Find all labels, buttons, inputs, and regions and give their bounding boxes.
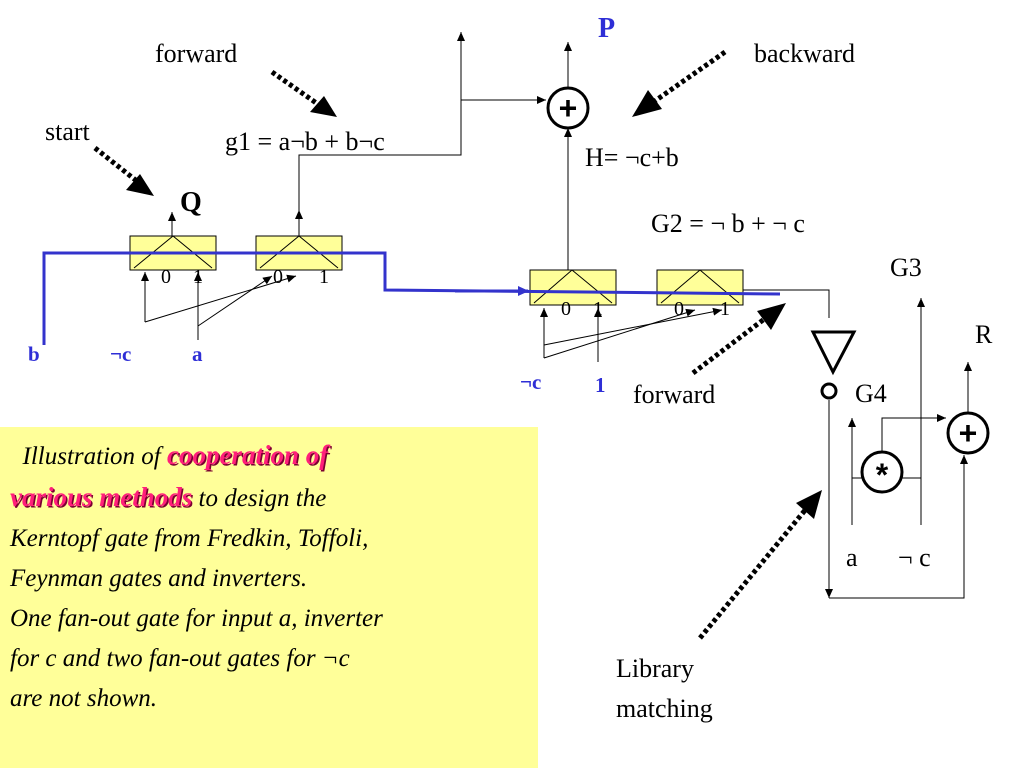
note-highlight-2: various methods [10, 482, 193, 512]
backward-label: backward [754, 39, 855, 68]
gate-g2: 0 1 [656, 269, 744, 320]
note-line-2: various methods to design the [10, 477, 524, 519]
note-line-3: Kerntopf gate from Fredkin, Toffoli, [10, 525, 369, 552]
library-label: Library [616, 654, 694, 683]
bottom-not-c-label: ¬ c [898, 543, 931, 572]
plus-icon: + [559, 90, 578, 126]
note-line-5: One fan-out gate for input a, inverter [10, 605, 383, 632]
note-line2-suffix: to design the [192, 485, 327, 512]
note-line-1: Illustration of cooperation of [10, 435, 524, 477]
start-label: start [45, 117, 91, 146]
plus-circle-p: + [546, 86, 590, 130]
input-a-label: a [192, 342, 203, 366]
note-highlight-1: cooperation of [166, 440, 329, 470]
wires [141, 32, 972, 599]
g3-label: G3 [890, 253, 922, 282]
g4-label: G4 [855, 379, 887, 408]
plus-icon: + [959, 415, 978, 451]
inverter-icon [810, 330, 857, 400]
g1-equation: g1 = a¬b + b¬c [225, 127, 385, 156]
dotted-arrows [93, 49, 822, 640]
note-line-4: Feynman gates and inverters. [10, 565, 308, 592]
gate-g2-port-1: 1 [720, 298, 730, 320]
note-line-6: for c and two fan-out gates for ¬c [10, 645, 350, 672]
r-label: R [975, 320, 993, 349]
description-box: Illustration of cooperation of various m… [0, 427, 538, 768]
gate-q-port-0: 0 [161, 266, 171, 288]
gate-q: 0 1 [129, 235, 217, 288]
g2-equation: G2 = ¬ b + ¬ c [651, 209, 805, 238]
star-icon: * [876, 457, 889, 493]
forward-label-bottom: forward [633, 380, 715, 409]
star-circle: * [860, 450, 904, 494]
bottom-a-label: a [846, 543, 858, 572]
gate-g1-port-1: 1 [319, 266, 329, 288]
gate-p-port-0: 0 [561, 298, 571, 320]
forward-label-top: forward [155, 39, 237, 68]
input-not-c-label: ¬c [110, 342, 131, 366]
note-line-7: are not shown. [10, 685, 157, 712]
gate-g2-port-0: 0 [674, 298, 684, 320]
plus-circle-r: + [946, 411, 990, 455]
input-not-c2-label: ¬c [520, 370, 541, 394]
matching-label: matching [616, 694, 713, 723]
input-b-label: b [28, 342, 40, 366]
note-line1-prefix: Illustration of [22, 443, 167, 470]
h-equation: H= ¬c+b [585, 143, 679, 172]
p-label: P [598, 13, 615, 44]
gate-g1: 0 1 [255, 235, 343, 288]
gate-g1-port-0: 0 [273, 266, 283, 288]
gate-p: 0 1 [529, 269, 617, 320]
input-one-label: 1 [595, 373, 606, 397]
q-label: Q [180, 187, 202, 218]
